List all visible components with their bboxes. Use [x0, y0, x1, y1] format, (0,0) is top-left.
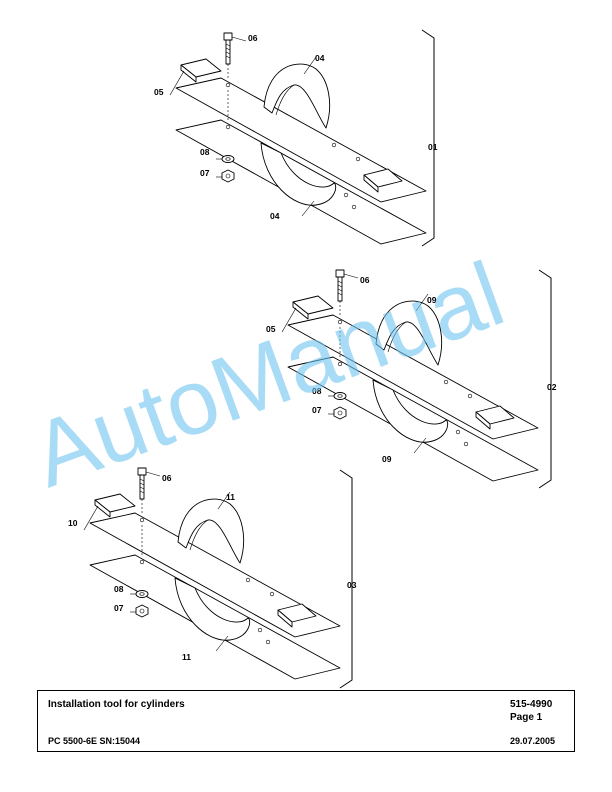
label-plate-05: 05 — [154, 87, 164, 97]
label-washer-08: 08 — [200, 147, 210, 157]
bracket-02 — [538, 269, 552, 489]
label-bolt-06: 06 — [360, 275, 370, 285]
document-date: 29.07.2005 — [510, 736, 556, 746]
label-washer-08: 08 — [114, 584, 124, 594]
assembly-01: 06 05 04 04 08 07 — [154, 32, 427, 245]
assembly-03: 06 10 11 11 08 07 — [68, 467, 341, 680]
assembly-label-01: 01 — [428, 142, 438, 152]
document-title: Installation tool for cylinders — [48, 699, 185, 710]
machine-serial: PC 5500-6E SN:15044 — [48, 736, 141, 746]
title-block: Installation tool for cylinders 515-4990… — [37, 690, 575, 752]
assembly-02: 06 05 09 09 08 07 — [266, 269, 539, 482]
label-clamp-top-09: 09 — [427, 295, 437, 305]
label-nut-07: 07 — [200, 168, 210, 178]
part-number: 515-4990 — [510, 699, 553, 710]
label-plate-10: 10 — [68, 518, 78, 528]
label-washer-08: 08 — [312, 386, 322, 396]
label-clamp-top-04: 04 — [315, 53, 325, 63]
label-bolt-06: 06 — [248, 33, 258, 43]
label-clamp-bottom-04: 04 — [270, 211, 280, 221]
assembly-label-03: 03 — [347, 580, 357, 590]
bracket-01 — [421, 29, 435, 247]
label-clamp-top-11: 11 — [226, 492, 235, 502]
label-bolt-06: 06 — [162, 473, 172, 483]
label-nut-07: 07 — [312, 405, 322, 415]
bracket-03 — [339, 469, 353, 689]
page-number: Page 1 — [510, 712, 543, 723]
label-plate-05: 05 — [266, 324, 276, 334]
assembly-label-02: 02 — [547, 382, 557, 392]
label-clamp-bottom-09: 09 — [382, 454, 392, 464]
label-clamp-bottom-11: 11 — [182, 652, 191, 662]
label-nut-07: 07 — [114, 603, 124, 613]
